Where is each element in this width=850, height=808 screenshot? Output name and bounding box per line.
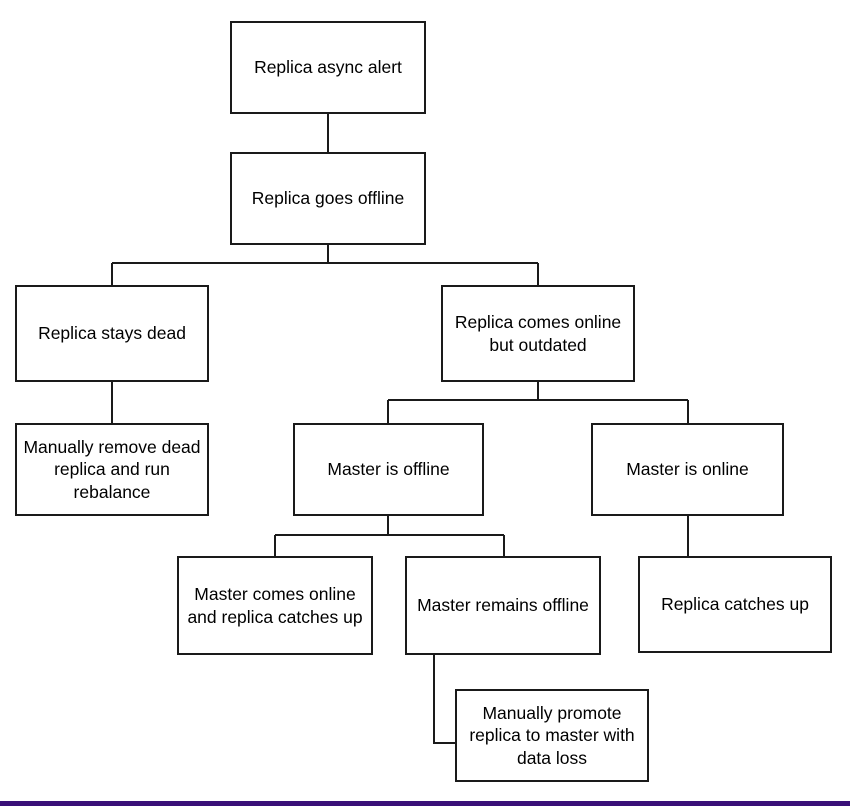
connector-comes-online-split	[386, 382, 690, 423]
node-master-comes-online-and-replica-catches-up[interactable]: Master comes online and replica catches …	[177, 556, 373, 655]
node-replica-catches-up[interactable]: Replica catches up	[638, 556, 832, 653]
node-manually-promote-replica-to-master[interactable]: Manually promote replica to master with …	[455, 689, 649, 782]
connector-offline-split	[110, 245, 540, 285]
node-replica-stays-dead[interactable]: Replica stays dead	[15, 285, 209, 382]
node-master-is-online[interactable]: Master is online	[591, 423, 784, 516]
node-replica-async-alert[interactable]: Replica async alert	[230, 21, 426, 114]
connector-master-offline-split	[273, 516, 506, 556]
node-replica-goes-offline[interactable]: Replica goes offline	[230, 152, 426, 245]
node-master-is-offline[interactable]: Master is offline	[293, 423, 484, 516]
node-replica-comes-online-but-outdated[interactable]: Replica comes online but outdated	[441, 285, 635, 382]
connector-remains-offline-to-promote	[432, 655, 456, 745]
node-master-remains-offline[interactable]: Master remains offline	[405, 556, 601, 655]
node-manually-remove-dead-replica[interactable]: Manually remove dead replica and run reb…	[15, 423, 209, 516]
bottom-accent-bar	[0, 801, 850, 806]
